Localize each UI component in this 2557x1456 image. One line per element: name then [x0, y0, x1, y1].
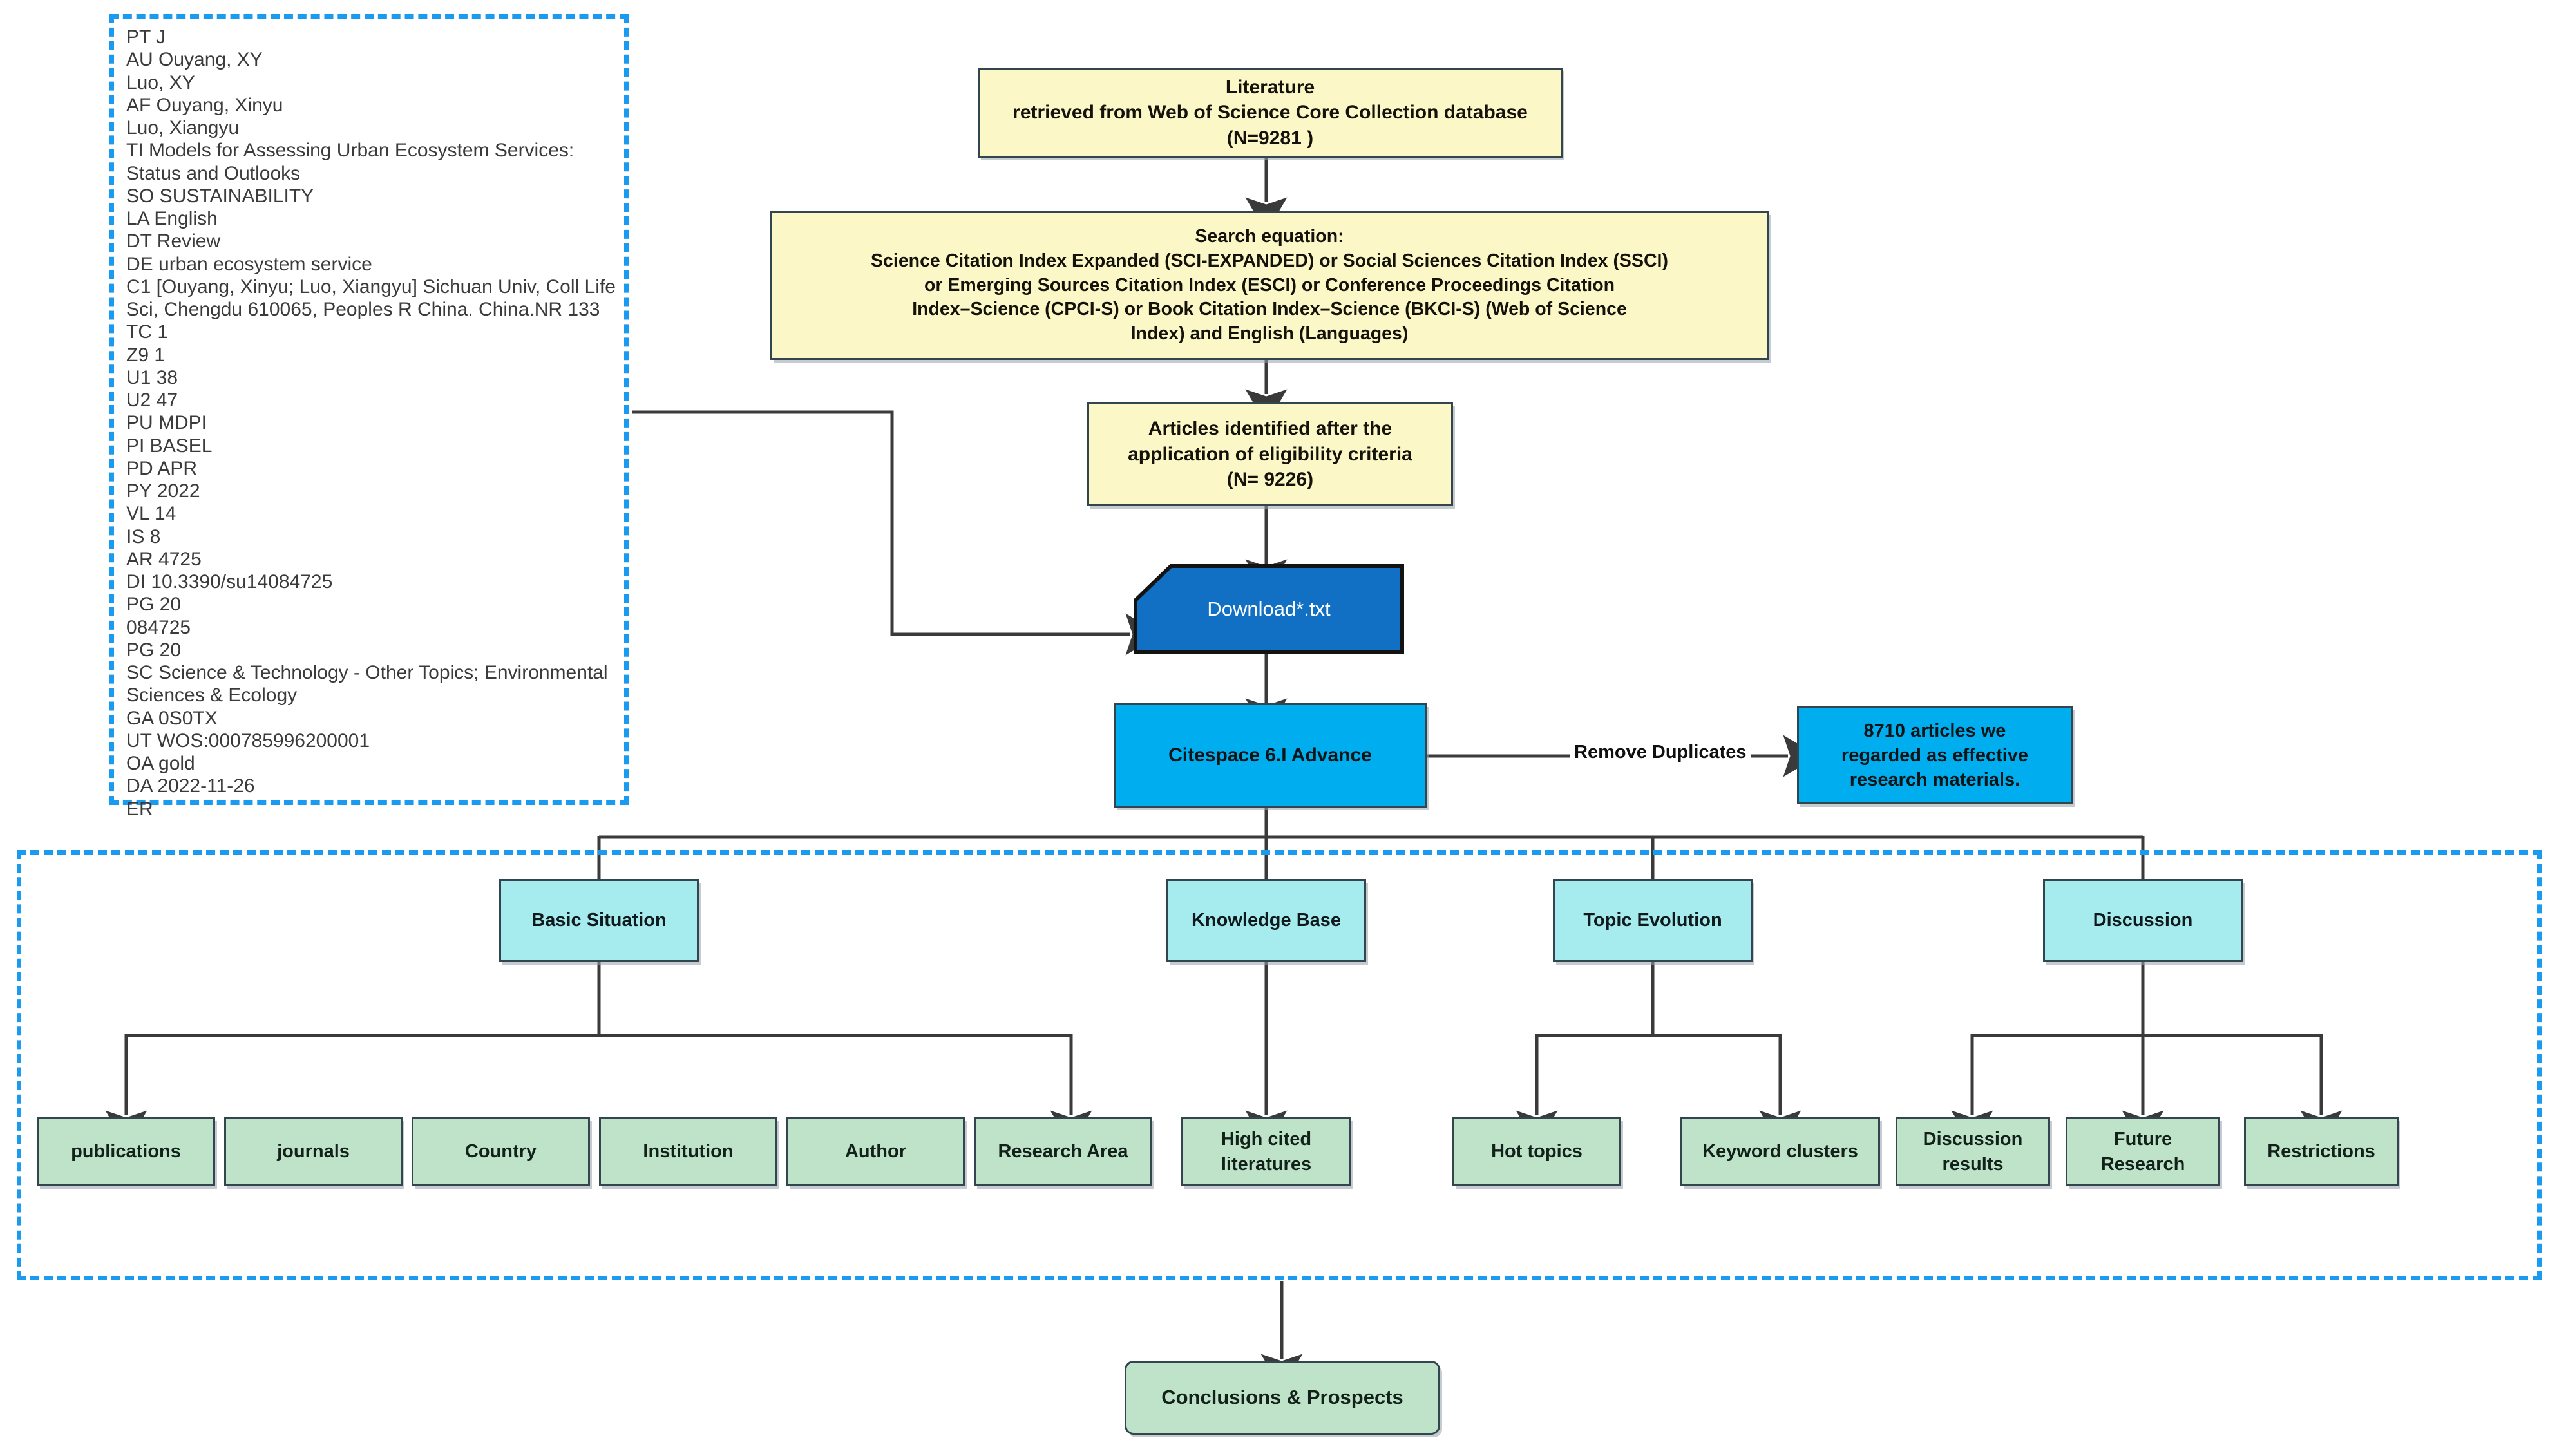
node-leaf-institution[interactable]: Institution — [599, 1117, 777, 1186]
record-panel-frame — [109, 14, 629, 805]
node-literature[interactable]: Literature retrieved from Web of Science… — [978, 68, 1563, 158]
node-download-txt-label: Download*.txt — [1207, 598, 1331, 620]
node-theme-topic-evolution-label: Topic Evolution — [1583, 910, 1722, 931]
edge-record-to-download — [632, 410, 1161, 656]
node-effective-materials-label: 8710 articles we regarded as effective r… — [1841, 720, 2029, 791]
node-theme-discussion-label: Discussion — [2093, 910, 2193, 931]
edge-label-remove-duplicates: Remove Duplicates — [1570, 742, 1751, 763]
web-of-science-record-text: PT J AU Ouyang, XY Luo, XY AF Ouyang, Xi… — [126, 26, 616, 820]
node-search-equation[interactable]: Search equation: Science Citation Index … — [770, 211, 1769, 360]
node-leaf-publications-label: publications — [71, 1141, 181, 1162]
node-theme-basic-situation-label: Basic Situation — [531, 910, 667, 931]
node-leaf-research-area-label: Research Area — [998, 1141, 1128, 1162]
node-leaf-keyword-clusters-label: Keyword clusters — [1702, 1141, 1858, 1162]
node-theme-topic-evolution[interactable]: Topic Evolution — [1553, 879, 1753, 962]
node-leaf-author[interactable]: Author — [786, 1117, 965, 1186]
node-leaf-discussion-results-label: Discussion results — [1923, 1129, 2023, 1175]
node-eligibility-criteria[interactable]: Articles identified after the applicatio… — [1087, 402, 1453, 506]
node-leaf-publications[interactable]: publications — [37, 1117, 215, 1186]
node-leaf-journals-label: journals — [277, 1141, 350, 1162]
node-leaf-country[interactable]: Country — [412, 1117, 590, 1186]
node-leaf-future-research[interactable]: Future Research — [2066, 1117, 2220, 1186]
analysis-section-frame — [17, 850, 2542, 1280]
node-eligibility-criteria-label: Articles identified after the applicatio… — [1128, 418, 1412, 491]
node-leaf-research-area[interactable]: Research Area — [974, 1117, 1152, 1186]
node-leaf-journals[interactable]: journals — [224, 1117, 403, 1186]
node-leaf-restrictions-label: Restrictions — [2267, 1141, 2375, 1162]
node-leaf-hot-topics[interactable]: Hot topics — [1452, 1117, 1621, 1186]
node-citespace[interactable]: Citespace 6.I Advance — [1114, 703, 1427, 808]
node-leaf-keyword-clusters[interactable]: Keyword clusters — [1680, 1117, 1880, 1186]
node-leaf-discussion-results[interactable]: Discussion results — [1896, 1117, 2050, 1186]
node-conclusions-and-prospects-label: Conclusions & Prospects — [1161, 1386, 1403, 1409]
node-leaf-restrictions[interactable]: Restrictions — [2244, 1117, 2399, 1186]
node-conclusions-and-prospects[interactable]: Conclusions & Prospects — [1125, 1361, 1440, 1435]
node-theme-knowledge-base-label: Knowledge Base — [1191, 910, 1342, 931]
node-citespace-label: Citespace 6.I Advance — [1168, 744, 1372, 766]
node-leaf-high-cited-literatures-label: High cited literatures — [1221, 1129, 1312, 1175]
node-leaf-high-cited-literatures[interactable]: High cited literatures — [1181, 1117, 1351, 1186]
node-literature-label: Literature retrieved from Web of Science… — [1012, 76, 1528, 149]
node-leaf-institution-label: Institution — [643, 1141, 734, 1162]
node-search-equation-label: Search equation: Science Citation Index … — [871, 226, 1668, 344]
node-download-txt[interactable]: Download*.txt — [1136, 566, 1402, 652]
node-leaf-hot-topics-label: Hot topics — [1491, 1141, 1583, 1162]
node-theme-knowledge-base[interactable]: Knowledge Base — [1166, 879, 1366, 962]
node-leaf-author-label: Author — [844, 1141, 907, 1162]
node-leaf-future-research-label: Future Research — [2100, 1129, 2185, 1175]
node-theme-basic-situation[interactable]: Basic Situation — [499, 879, 699, 962]
node-leaf-country-label: Country — [464, 1141, 537, 1162]
node-theme-discussion[interactable]: Discussion — [2043, 879, 2243, 962]
node-effective-materials[interactable]: 8710 articles we regarded as effective r… — [1797, 706, 2073, 804]
